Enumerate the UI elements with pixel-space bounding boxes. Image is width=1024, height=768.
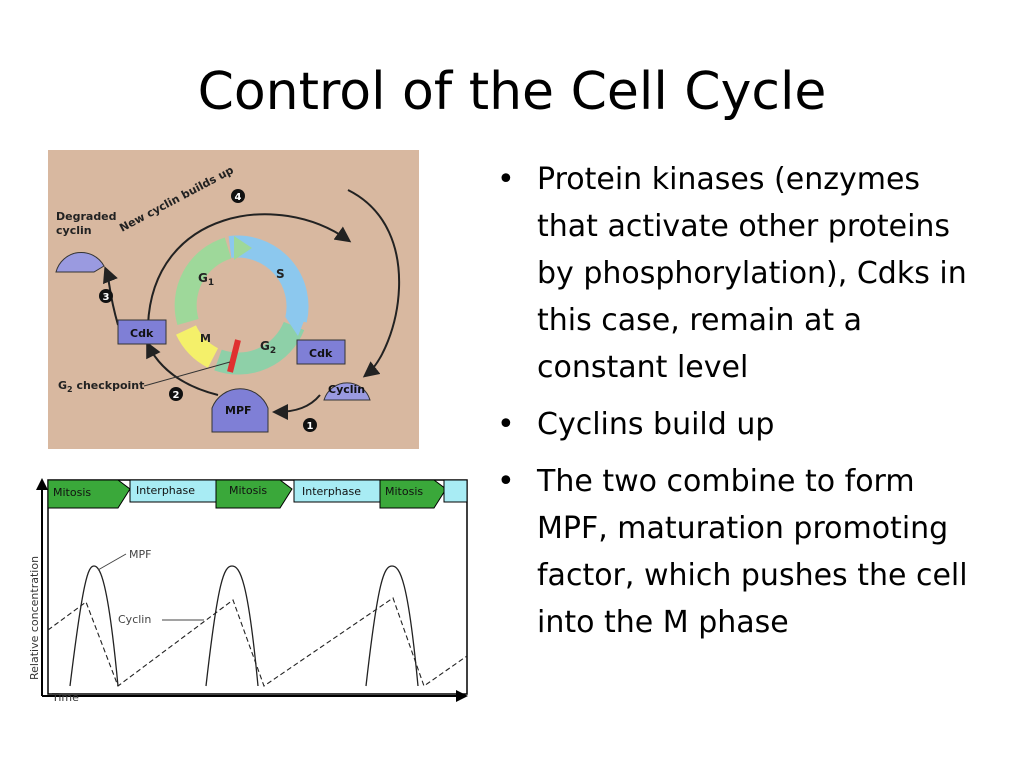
slide-title: Control of the Cell Cycle <box>197 62 827 122</box>
g2-checkpoint-bar <box>227 339 241 373</box>
phase-label: Mitosis <box>53 486 91 499</box>
phase-interphase-tail <box>443 479 468 503</box>
degraded-cyclin-shape <box>55 251 105 273</box>
graph-frame <box>47 479 468 695</box>
phase-g1-label: G1 <box>198 271 214 288</box>
bullet-dot: • <box>497 464 515 499</box>
phase-s-label: S <box>276 267 285 281</box>
mpf-pointer <box>97 553 127 571</box>
bullet-text: Protein kinases (enzymes that activate o… <box>537 162 967 385</box>
checkpoint-pointer <box>143 361 231 387</box>
phase-label: Interphase <box>136 484 195 497</box>
g2-checkpoint-label: G2 checkpoint <box>58 379 144 394</box>
step-1-marker: 1 <box>303 418 317 432</box>
cdk-right <box>296 339 346 365</box>
phase-m-label: M <box>200 332 211 345</box>
phase-mitosis-2 <box>215 479 293 509</box>
cdk-right-label: Cdk <box>309 347 333 360</box>
degraded-cyclin-label: Degraded <box>56 210 117 223</box>
cyclin-label: Cyclin <box>328 383 365 396</box>
y-axis-label: Relative concentration <box>28 556 41 680</box>
bullet-dot: • <box>497 407 515 442</box>
svg-text:4: 4 <box>235 192 242 203</box>
phase-g1 <box>174 237 232 326</box>
arc-3 <box>103 266 119 326</box>
cyclin-shape <box>323 382 371 401</box>
bullet-dot: • <box>497 162 515 197</box>
phase-mitosis-3 <box>379 479 447 509</box>
concentration-graph: Mitosis Interphase Mitosis Interphase Mi… <box>28 470 470 710</box>
x-axis-arrow <box>456 690 468 702</box>
bullet-text: The two combine to form MPF, maturation … <box>537 464 968 640</box>
step-3-marker: 3 <box>99 289 113 303</box>
phase-label: Mitosis <box>229 484 267 497</box>
x-axis-label: Time <box>51 691 79 704</box>
cell-cycle-diagram: G1 S G2 M Cdk Cdk Cyclin MPF Degraded cy… <box>48 150 419 449</box>
phase-g2-label: G2 <box>260 339 276 356</box>
arc-2 <box>146 341 219 396</box>
cyclin-curve-label: Cyclin <box>118 613 151 626</box>
bullet-item: • The two combine to form MPF, maturatio… <box>493 458 988 646</box>
step-2-marker: 2 <box>169 387 183 401</box>
svg-text:2: 2 <box>173 390 180 401</box>
cdk-left <box>117 319 167 345</box>
svg-text:3: 3 <box>103 292 110 303</box>
degraded-cyclin-label: cyclin <box>56 224 92 237</box>
phase-label: Mitosis <box>385 485 423 498</box>
step-4-marker: 4 <box>231 189 245 203</box>
mpf-curve-label: MPF <box>129 548 151 561</box>
bullet-item: • Cyclins build up <box>493 401 988 448</box>
bullet-item: • Protein kinases (enzymes that activate… <box>493 156 988 391</box>
phase-m <box>176 324 219 368</box>
bullet-text: Cyclins build up <box>537 407 775 442</box>
bullet-list: • Protein kinases (enzymes that activate… <box>493 156 988 656</box>
mpf-label: MPF <box>225 404 252 417</box>
phase-mitosis-1 <box>47 479 131 509</box>
mpf-shape <box>211 388 269 433</box>
y-axis-arrow <box>36 478 48 490</box>
svg-text:1: 1 <box>307 421 314 432</box>
phase-arrow <box>234 236 252 260</box>
cdk-left-label: Cdk <box>130 327 154 340</box>
phase-arrow <box>286 316 306 336</box>
phase-label: Interphase <box>302 485 361 498</box>
arc-cyclin <box>347 189 400 378</box>
arc-1 <box>272 394 321 420</box>
arc-4 <box>147 213 352 326</box>
